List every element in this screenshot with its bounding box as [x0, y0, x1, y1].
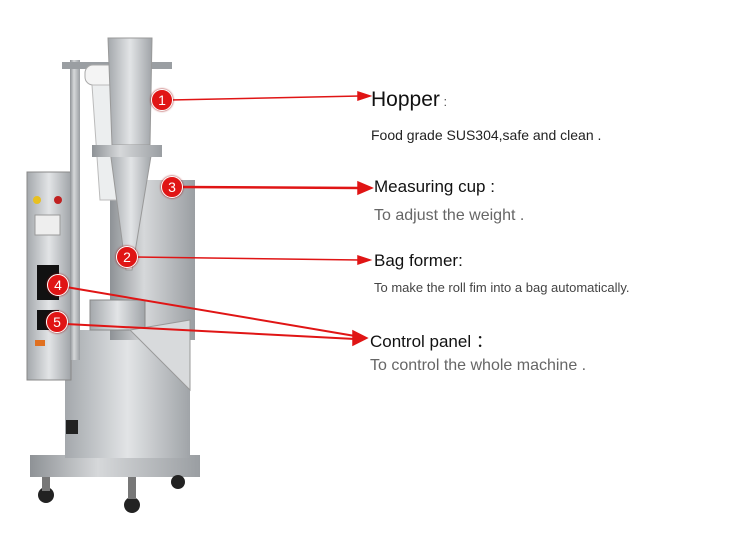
bag-former-title: Bag former: [374, 251, 463, 271]
colon: : [439, 94, 448, 109]
marker-4: 4 [47, 274, 69, 296]
control-panel-title: Control panel ： [370, 327, 493, 352]
arrow-measuring-cup [179, 185, 361, 190]
bag-former-description: To make the roll fim into a bag automati… [374, 280, 630, 295]
marker-5: 5 [46, 311, 68, 333]
colon: : [485, 177, 495, 196]
arrowhead [357, 254, 373, 266]
wheel [124, 497, 140, 513]
marker-3: 3 [161, 176, 183, 198]
arrow-hopper [169, 95, 361, 101]
arrow-control-panel-5 [65, 323, 356, 340]
colon: : [458, 251, 463, 270]
hopper-description: Food grade SUS304,safe and clean . [371, 127, 602, 143]
control-panel-description: To control the whole machine . [370, 357, 587, 374]
machine-base [30, 455, 200, 477]
arrow-control-panel-4 [65, 286, 356, 337]
hopper [107, 37, 153, 146]
arrowhead [352, 329, 369, 347]
hopper-label: Hopper [371, 88, 440, 111]
bag-former-label: Bag former [374, 251, 459, 270]
arrowhead [357, 180, 374, 196]
arrow-bag-former [134, 256, 361, 261]
measuring-cup-label: Measuring cup [374, 177, 486, 196]
control-panel-label: Control panel [370, 332, 472, 351]
hopper-title: Hopper : [371, 88, 447, 112]
callout-arrows [65, 90, 374, 347]
marker-1: 1 [151, 89, 173, 111]
arrowhead [357, 90, 373, 102]
wheel [171, 475, 185, 489]
marker-2: 2 [116, 246, 138, 268]
measuring-cup-description: To adjust the weight . [374, 207, 525, 224]
measuring-cup-title: Measuring cup : [374, 177, 495, 197]
colon: ： [471, 332, 493, 351]
